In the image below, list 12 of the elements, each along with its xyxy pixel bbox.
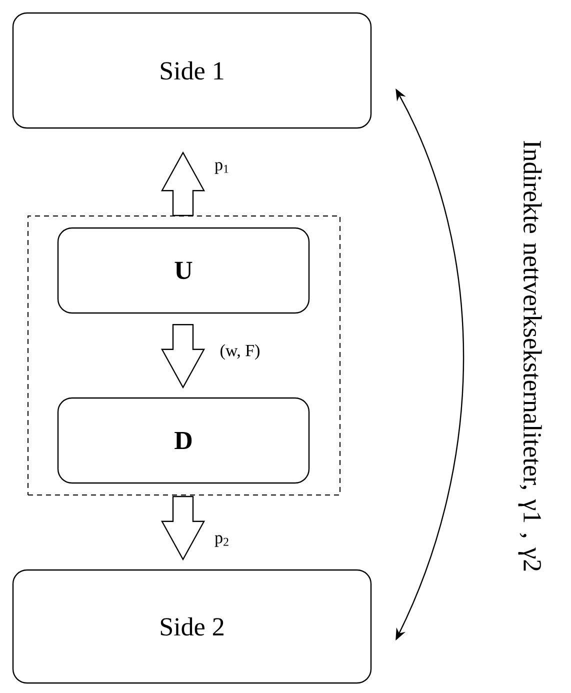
process-box: Side 1 bbox=[12, 12, 372, 129]
block-arrow bbox=[160, 151, 206, 216]
edge-label: p$_{2}$ bbox=[214, 535, 228, 547]
dashed-group-box bbox=[28, 216, 340, 496]
edge-label: Indirekte nettverkseksternaliteter, γ1 , γ2 bbox=[518, 140, 542, 571]
block-arrow bbox=[160, 496, 206, 561]
block-arrow bbox=[160, 324, 206, 389]
edge-label: p$_{1}$ bbox=[214, 162, 228, 174]
process-box: U bbox=[57, 227, 310, 314]
process-box: D bbox=[57, 397, 310, 484]
process-box: Side 2 bbox=[12, 569, 372, 684]
edge-label: (w, F) bbox=[220, 344, 260, 360]
